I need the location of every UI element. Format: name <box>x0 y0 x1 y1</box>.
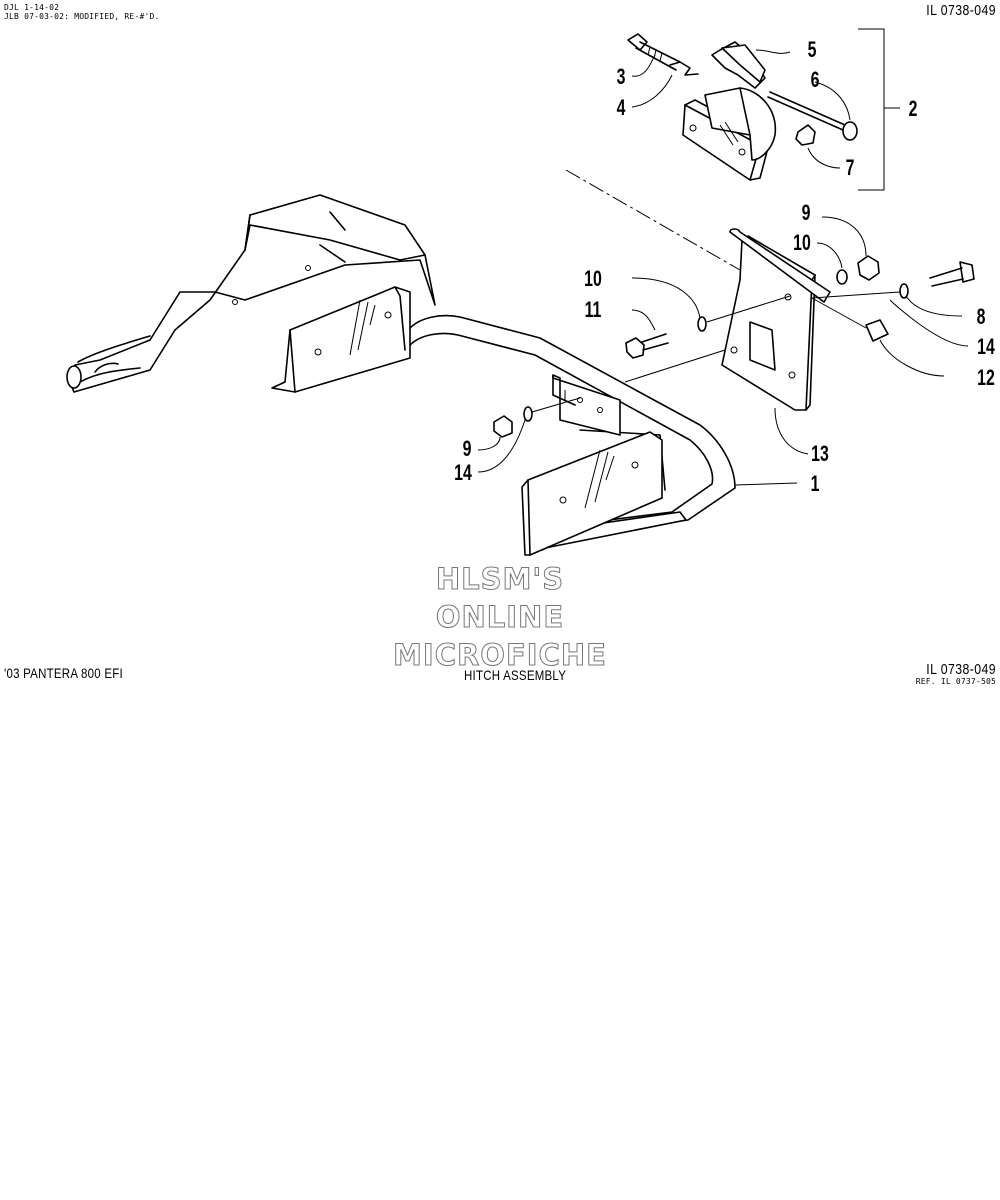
nut-9-left <box>493 415 513 438</box>
leader-lines <box>477 49 969 486</box>
callout-9-right: 9 <box>801 200 811 225</box>
clip-4 <box>669 61 699 76</box>
plate-bolt-axis <box>624 349 726 383</box>
callout-10-left: 10 <box>584 266 602 291</box>
group-bracket <box>858 28 900 191</box>
frame-bracket-left <box>66 194 436 393</box>
revision-note-1: DJL 1-14-02 <box>4 3 60 12</box>
lower-bolt-axis <box>531 397 581 413</box>
revision-note-2: JLB 07-03-02: MODIFIED, RE-#'D. <box>4 12 160 21</box>
washer-14-left <box>523 406 533 422</box>
side-plate-right <box>521 374 663 556</box>
side-plate-left <box>271 286 411 393</box>
bolt-3 <box>627 33 681 71</box>
callout-9-left: 9 <box>462 436 472 461</box>
callout-11: 11 <box>584 297 602 322</box>
callout-5: 5 <box>807 37 817 62</box>
bolt-8-axis <box>811 291 901 299</box>
washer-10-right <box>836 269 848 285</box>
callout-1: 1 <box>810 471 820 496</box>
watermark-line-3: MICROFICHE <box>393 638 607 673</box>
pin-6 <box>767 91 858 141</box>
reference-id: REF. IL 0737-505 <box>915 677 996 686</box>
callout-14-left: 14 <box>454 460 472 485</box>
bolt-8 <box>929 261 975 287</box>
callout-2: 2 <box>908 96 918 121</box>
nut-9-right <box>857 255 880 281</box>
callout-4: 4 <box>616 95 626 120</box>
callout-6: 6 <box>810 67 820 92</box>
bolt-11 <box>625 333 669 359</box>
hitch-plate <box>721 228 831 411</box>
callout-8: 8 <box>976 304 986 329</box>
illustration-id-top: IL 0738-049 <box>926 2 996 19</box>
washer-10-left <box>697 316 707 332</box>
callout-13: 13 <box>811 441 829 466</box>
hitch-pin-bracket <box>682 41 777 181</box>
callout-12: 12 <box>977 365 995 390</box>
assembly-connection-line <box>565 169 741 271</box>
illustration-id-bottom: IL 0738-049 <box>926 661 996 678</box>
diagram-title: HITCH ASSEMBLY <box>464 667 567 683</box>
spacer-12 <box>811 297 889 342</box>
callout-3: 3 <box>616 64 626 89</box>
watermark-line-2: ONLINE <box>435 600 565 635</box>
callout-10-right: 10 <box>793 230 811 255</box>
washer-14-right <box>899 283 909 299</box>
nut-7 <box>795 124 816 146</box>
watermark-line-1: HLSM'S <box>435 562 565 597</box>
callout-14-right: 14 <box>977 334 995 359</box>
bolt-11-axis <box>706 295 791 323</box>
model-name: '03 PANTERA 800 EFI <box>4 665 123 681</box>
callout-7: 7 <box>845 155 855 180</box>
